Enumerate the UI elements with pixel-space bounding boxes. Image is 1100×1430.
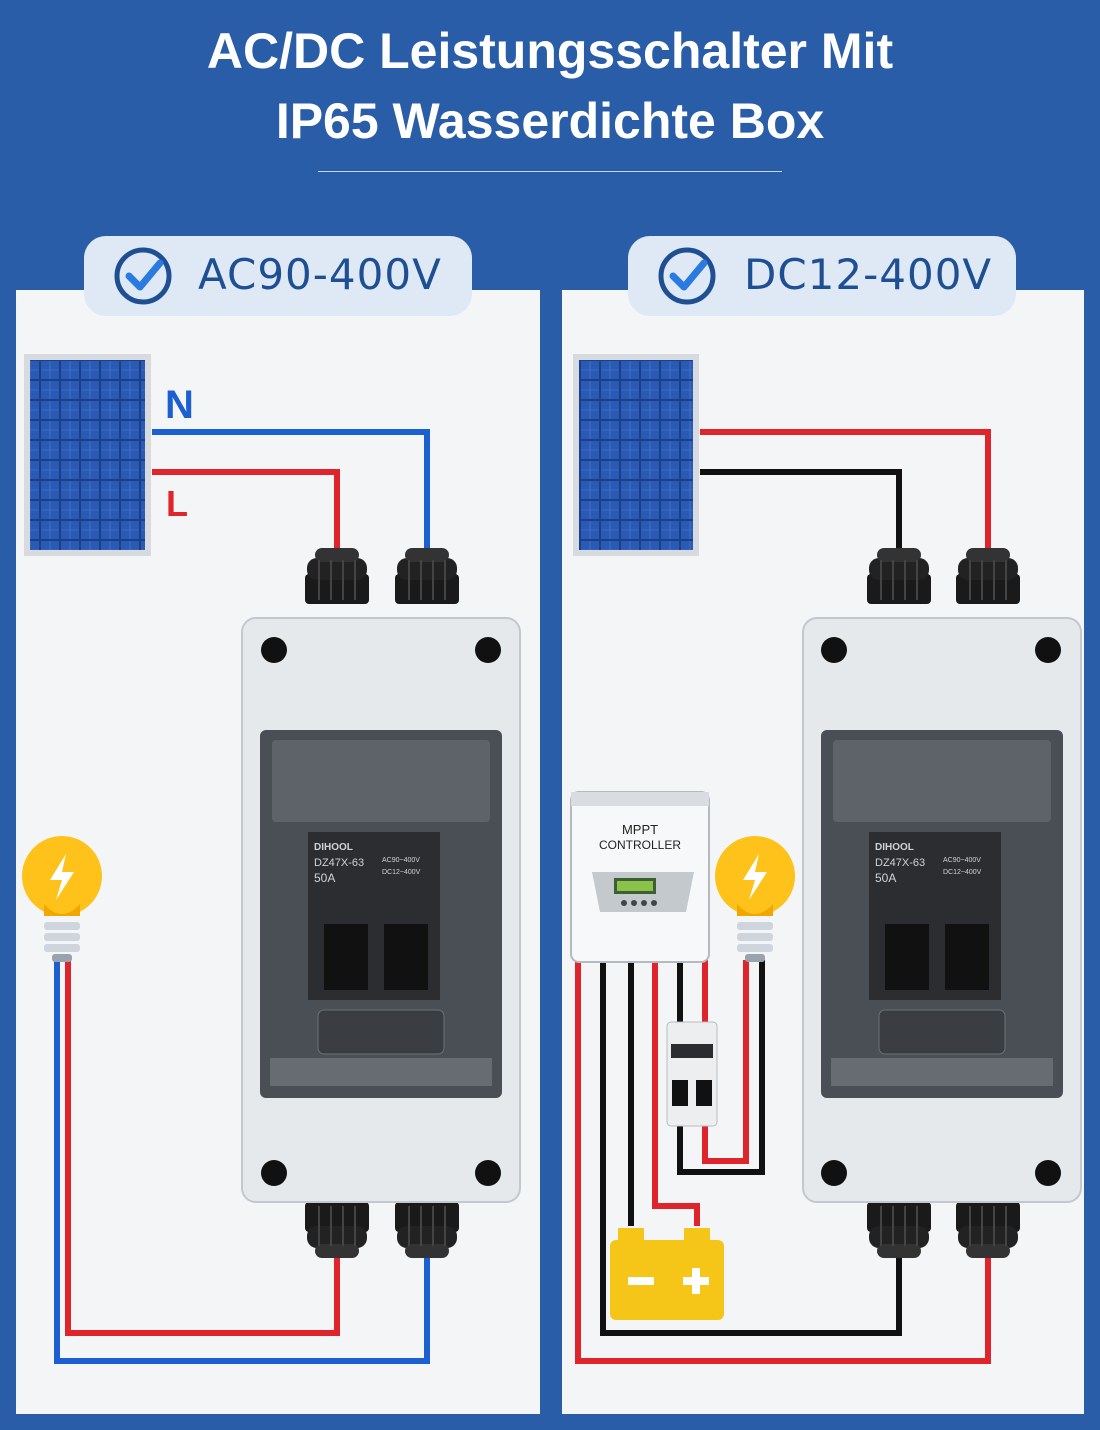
ac-live-wire-out <box>65 960 340 1336</box>
dc-positive-wire-in <box>700 429 991 556</box>
check-icon <box>658 247 716 305</box>
dc-red-wire-out <box>575 960 991 1364</box>
mppt-controller: MPPT CONTROLLER <box>570 791 710 963</box>
live-wire-label: L <box>166 483 188 524</box>
ac-light-bulb-icon <box>22 836 102 962</box>
ac-breaker-dc-range: DC12~400V <box>382 869 421 876</box>
dc-voltage-label: DC12-400V <box>744 250 993 299</box>
ac-voltage-label: AC90-400V <box>198 250 442 299</box>
load-red-wire <box>702 960 749 1164</box>
battery-positive-wire <box>652 960 700 1226</box>
mppt-label-line-2: CONTROLLER <box>599 838 681 852</box>
ac-neutral-wire-in <box>152 429 430 556</box>
ac-breaker-brand: DIHOOL <box>314 842 353 853</box>
dc-light-bulb-icon <box>715 836 795 962</box>
page-title-line-1: AC/DC Leistungsschalter Mit <box>206 23 894 79</box>
ac-voltage-badge: AC90-400V <box>84 236 472 316</box>
title-divider <box>318 171 782 172</box>
page-title-line-2: IP65 Wasserdichte Box <box>275 93 825 149</box>
ac-solar-panel-icon <box>24 354 151 556</box>
ac-bottom-gland-right <box>394 1201 460 1259</box>
dc-breaker-model: DZ47X-63 <box>875 857 925 869</box>
ac-live-wire-in <box>152 469 340 556</box>
dc-black-wire-out <box>600 960 902 1336</box>
ac-bottom-gland-left <box>304 1201 370 1259</box>
dc-breaker-enclosure: DIHOOL DZ47X-63 50A AC90~400V DC12~400V <box>802 617 1082 1203</box>
ac-neutral-wire-out <box>54 960 430 1364</box>
battery-minus-sign <box>628 1277 654 1285</box>
check-icon <box>114 247 172 305</box>
dc-breaker-dc-range: DC12~400V <box>943 869 982 876</box>
dc-solar-panel-icon <box>573 354 699 556</box>
dc-breaker-ac-range: AC90~400V <box>943 857 981 864</box>
load-mini-breaker <box>666 1021 718 1127</box>
dc-top-gland-left <box>866 547 932 605</box>
neutral-wire-label: N <box>165 383 194 427</box>
ac-breaker-rating: 50A <box>314 871 335 885</box>
dc-bottom-gland-left <box>866 1201 932 1259</box>
dc-negative-wire-in <box>700 469 902 556</box>
load-black-wire <box>677 960 765 1175</box>
dc-bottom-gland-right <box>955 1201 1021 1259</box>
battery-icon <box>610 1228 724 1320</box>
ac-top-gland-right <box>394 547 460 605</box>
dc-breaker-brand: DIHOOL <box>875 842 914 853</box>
dc-breaker-rating: 50A <box>875 871 896 885</box>
mppt-label-line-1: MPPT <box>622 822 658 837</box>
ac-breaker-model: DZ47X-63 <box>314 857 364 869</box>
dc-top-gland-right <box>955 547 1021 605</box>
ac-top-gland-left <box>304 547 370 605</box>
dc-voltage-badge: DC12-400V <box>628 236 1016 316</box>
ac-breaker-ac-range: AC90~400V <box>382 857 420 864</box>
ac-breaker-enclosure: DIHOOL DZ47X-63 50A AC90~400V DC12~400V <box>241 617 521 1203</box>
